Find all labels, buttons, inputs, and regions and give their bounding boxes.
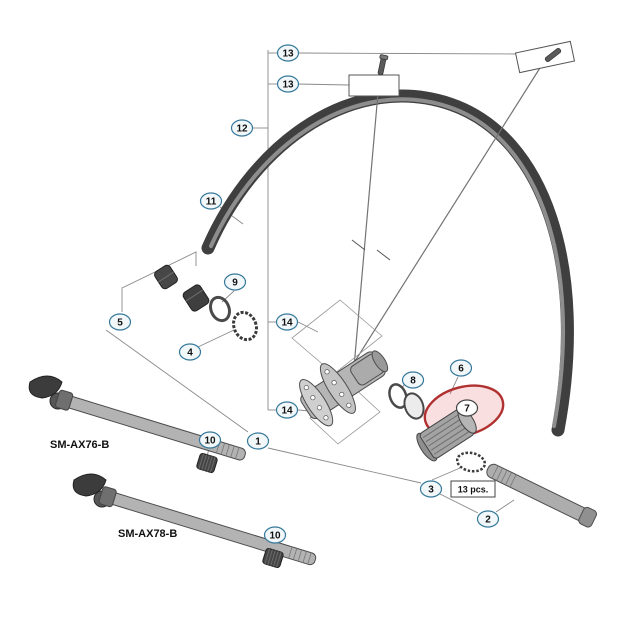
callout-13-second[interactable]: 13 [276, 75, 300, 93]
thru-axle-sm-ax78[interactable] [72, 473, 318, 569]
cone-nut-small[interactable] [153, 264, 179, 291]
thru-axle-sm-ax76[interactable] [28, 375, 247, 464]
callout-10-lower[interactable]: 10 [263, 526, 287, 544]
svg-text:11: 11 [206, 197, 217, 208]
svg-text:7: 7 [464, 404, 470, 415]
freehub-body[interactable] [413, 404, 481, 464]
wheel-rim[interactable] [201, 89, 574, 437]
callout-4[interactable]: 4 [178, 343, 202, 361]
svg-text:3: 3 [428, 485, 434, 496]
svg-text:12: 12 [236, 124, 248, 135]
svg-text:14: 14 [281, 318, 293, 329]
pcs-note-label: 13 pcs. [458, 485, 489, 495]
callout-3[interactable]: 3 [419, 480, 443, 498]
label-sm-ax76: SM-AX76-B [50, 439, 109, 451]
spacer-ring[interactable] [401, 391, 427, 422]
callout-7-highlighted[interactable]: 7 [455, 399, 479, 417]
spoke-nipple-top[interactable] [348, 54, 400, 97]
svg-text:8: 8 [410, 376, 416, 387]
callout-13-top[interactable]: 13 [276, 44, 300, 62]
svg-text:14: 14 [281, 406, 293, 417]
spoke-nipple-right[interactable] [514, 40, 576, 74]
callout-14-lower[interactable]: 14 [275, 401, 299, 419]
axle-end-nut-upper[interactable] [196, 452, 218, 474]
callout-6[interactable]: 6 [449, 359, 473, 377]
callout-12[interactable]: 12 [230, 119, 254, 137]
hub-seal-ring[interactable] [386, 382, 409, 410]
svg-text:9: 9 [232, 278, 238, 289]
svg-text:10: 10 [204, 436, 216, 447]
callout-8[interactable]: 8 [401, 371, 425, 389]
callout-11[interactable]: 11 [199, 192, 223, 210]
callout-1[interactable]: 1 [246, 432, 270, 450]
callout-2[interactable]: 2 [476, 510, 500, 528]
rear-axle-rod[interactable] [484, 460, 598, 528]
svg-text:10: 10 [269, 531, 281, 542]
svg-text:2: 2 [485, 515, 491, 526]
callout-5[interactable]: 5 [108, 313, 132, 331]
svg-text:1: 1 [255, 437, 261, 448]
pcs-note: 13 pcs. [450, 480, 496, 498]
svg-text:6: 6 [458, 364, 464, 375]
hub-body[interactable] [290, 334, 400, 433]
callout-9[interactable]: 9 [223, 273, 247, 291]
svg-text:13: 13 [282, 49, 294, 60]
lock-washer-ring[interactable] [230, 309, 261, 343]
callout-10-upper[interactable]: 10 [198, 431, 222, 449]
cone-nut-large[interactable] [182, 283, 211, 312]
dust-seal-ring[interactable] [207, 295, 233, 324]
callout-14-upper[interactable]: 14 [275, 313, 299, 331]
svg-text:13: 13 [282, 80, 294, 91]
axle-end-nut-lower[interactable] [262, 547, 284, 569]
svg-text:4: 4 [187, 348, 193, 359]
serrated-lock-ring[interactable] [455, 450, 487, 473]
label-sm-ax78: SM-AX78-B [118, 528, 177, 540]
svg-text:5: 5 [117, 318, 123, 329]
